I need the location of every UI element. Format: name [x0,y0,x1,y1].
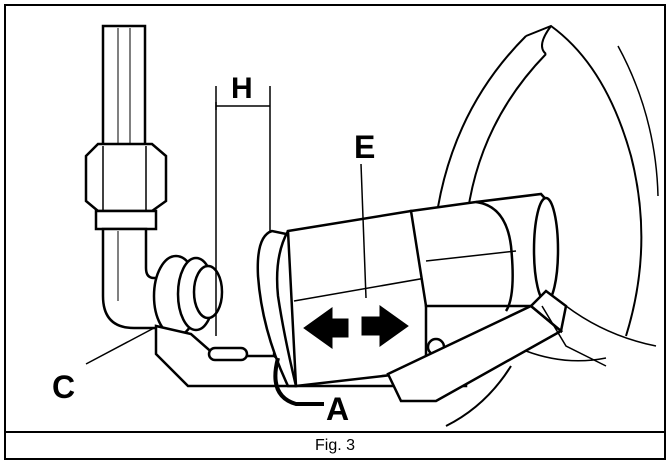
burner-diagram: H E C A [52,24,659,427]
lower-plate [386,289,607,403]
dimension-h [215,86,271,336]
caption-bar: Fig. 3 [6,431,664,458]
label-a: A [326,391,349,427]
label-e: E [354,129,375,165]
double-arrow-icon [303,305,409,349]
label-c: C [52,369,75,405]
hex-nut [84,142,168,231]
fitting-c [152,254,224,338]
gas-pipe [101,24,147,150]
figure-caption: Fig. 3 [314,436,355,454]
burner-tube [409,192,560,312]
figure-frame: H E C A Fig. 3 [4,4,666,460]
label-h: H [231,72,253,105]
leader-lines [85,163,367,406]
